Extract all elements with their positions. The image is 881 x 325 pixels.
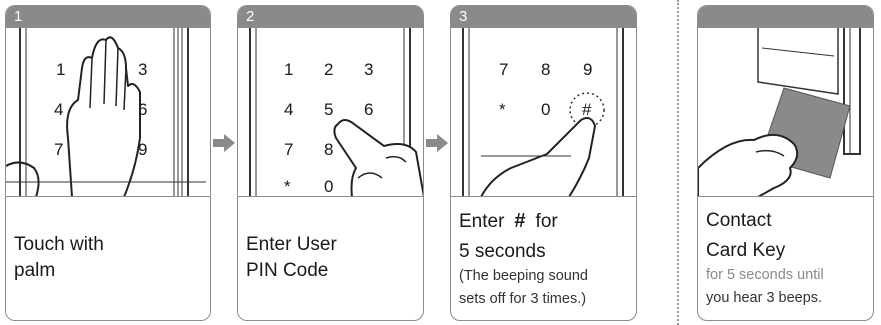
key-3: 3 [138, 60, 147, 79]
card-key-illustration [698, 28, 873, 197]
step-card-1: 1 1 3 4 6 7 9 Touch with palm [5, 5, 211, 321]
key-4: 4 [284, 100, 293, 119]
key-star: * [284, 177, 291, 196]
step-card-2: 2 1 2 3 4 5 6 7 8 * 0 Enter User PIN Cod… [237, 5, 424, 321]
hash-press-illustration: 7 8 9 * 0 # [451, 28, 636, 197]
step-instruction-line: PIN Code [246, 260, 329, 281]
palm-touch-illustration: 1 3 4 6 7 9 [6, 28, 210, 197]
key-hash: # [582, 100, 592, 119]
palm-hand-icon [66, 36, 141, 196]
step-note-line: you hear 3 beeps. [706, 290, 823, 306]
key-9: 9 [583, 60, 592, 79]
pin-entry-illustration: 1 2 3 4 5 6 7 8 * 0 [238, 28, 423, 197]
hash-symbol: # [514, 210, 526, 232]
step-note-line: sets off for 3 times.) [459, 291, 587, 307]
step-instruction-line: Enter # for [459, 208, 628, 235]
enter-text: Enter [459, 211, 505, 232]
key-8: 8 [324, 140, 333, 159]
key-1: 1 [56, 60, 65, 79]
key-8: 8 [541, 60, 550, 79]
step-note-line: (The beeping sound [459, 268, 588, 284]
step-card-cardkey: Contact Card Key for 5 seconds until you… [697, 5, 874, 321]
key-2: 2 [324, 60, 333, 79]
key-6: 6 [138, 100, 147, 119]
holding-hand-icon [698, 133, 799, 196]
key-1: 1 [284, 60, 293, 79]
keypad-palm-svg: 1 3 4 6 7 9 [6, 28, 206, 196]
arrow-right-icon [426, 134, 448, 152]
key-3: 3 [364, 60, 373, 79]
key-7: 7 [284, 140, 293, 159]
step-number: 3 [451, 6, 636, 28]
step-card-3: 3 7 8 9 * 0 # Enter # for 5 seconds (The b… [450, 5, 637, 321]
step-note-line: for 5 seconds until [706, 267, 824, 283]
step-instruction-line: Card Key [706, 240, 786, 261]
step-instruction-line: 5 seconds [459, 241, 546, 262]
key-0: 0 [324, 177, 333, 196]
arrow-right-icon [213, 134, 235, 152]
step-number [698, 6, 873, 28]
pointing-hand-icon [333, 119, 423, 196]
step-instruction-line: palm [14, 260, 56, 281]
pointing-hand-icon [480, 117, 596, 196]
key-9: 9 [138, 140, 147, 159]
key-0: 0 [541, 100, 550, 119]
key-7: 7 [54, 140, 63, 159]
card-contact-svg [698, 28, 861, 196]
key-6: 6 [364, 100, 373, 119]
keypad-hash-svg: 7 8 9 * 0 # [462, 28, 624, 196]
step-number: 1 [6, 6, 210, 28]
step-instruction-line: Touch with [14, 234, 104, 255]
step-number: 2 [238, 6, 423, 28]
step-instruction-line: Enter User [246, 234, 337, 255]
section-divider [677, 0, 679, 325]
key-5: 5 [324, 100, 333, 119]
step-instruction-line: Contact [706, 210, 772, 231]
keypad-finger-svg: 1 2 3 4 5 6 7 8 * 0 [249, 28, 423, 196]
key-4: 4 [54, 100, 63, 119]
key-7: 7 [499, 60, 508, 79]
key-star: * [499, 100, 506, 119]
for-text: for [535, 211, 558, 232]
